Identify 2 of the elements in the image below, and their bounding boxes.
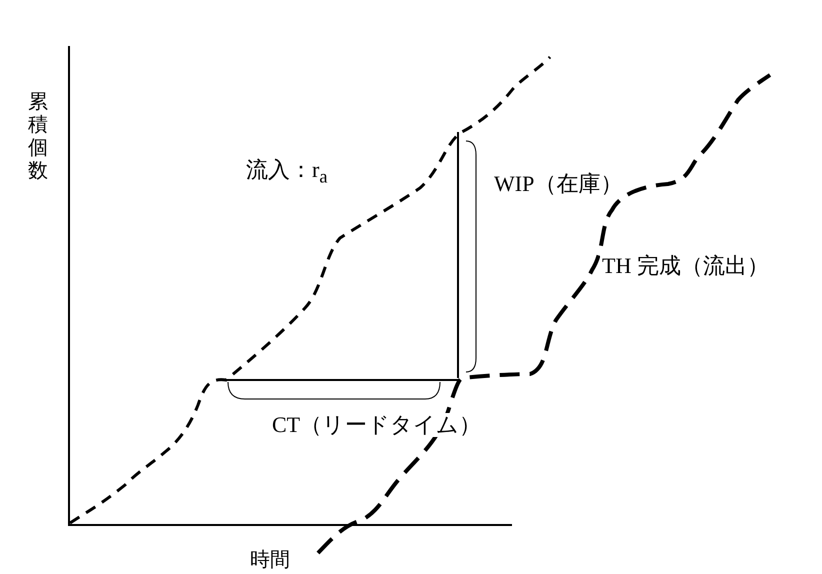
axis-title: 時間 (249, 548, 291, 570)
axis-title: 累積個数 (27, 90, 49, 182)
